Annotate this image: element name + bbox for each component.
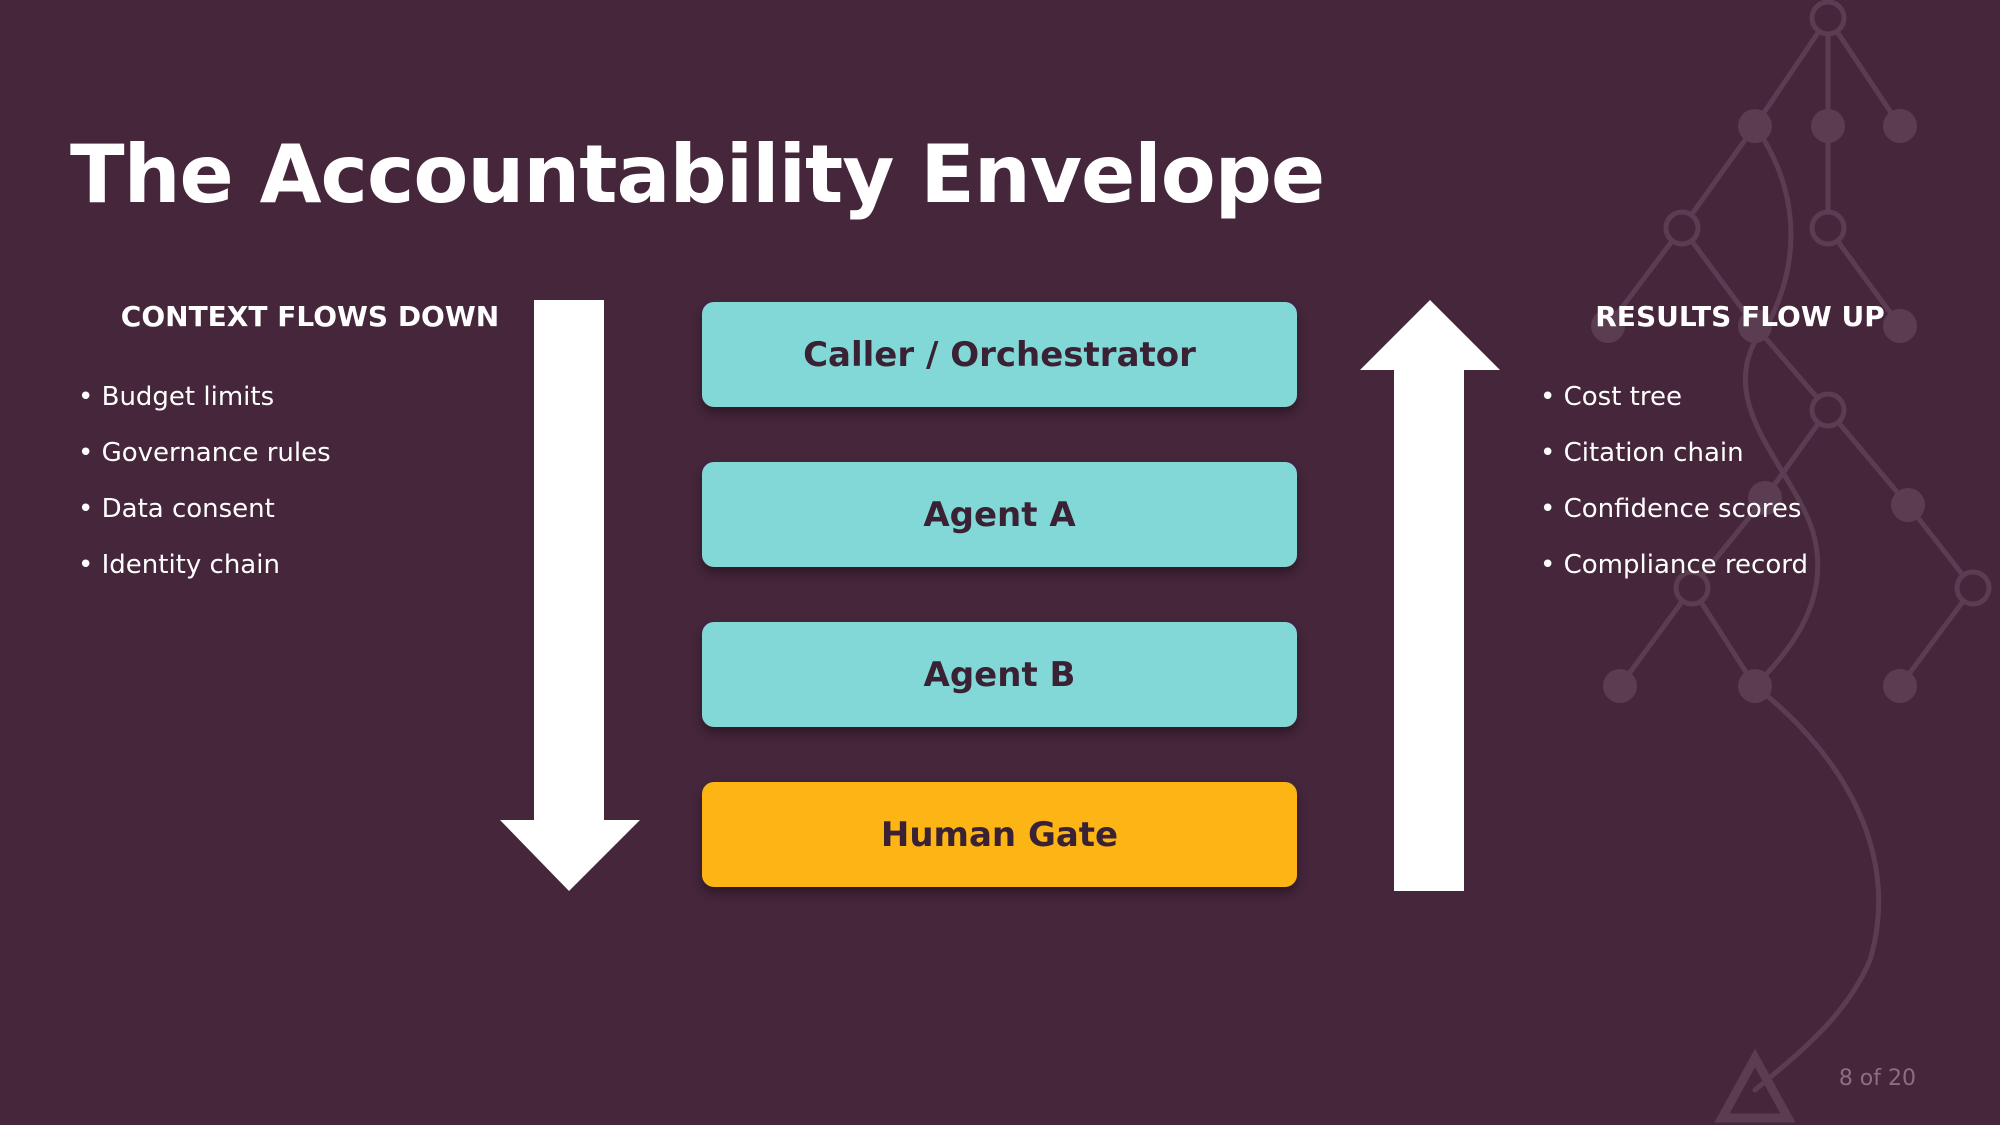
context-item: Governance rules [78,433,331,489]
results-list: Cost tree Citation chain Confidence scor… [1540,377,1808,601]
caller-orchestrator-box: Caller / Orchestrator [702,302,1297,407]
context-item: Data consent [78,489,331,545]
slide-title: The Accountability Envelope [70,128,1325,221]
agent-b-box: Agent B [702,622,1297,727]
human-gate-box: Human Gate [702,782,1297,887]
result-item: Cost tree [1540,377,1808,433]
context-flows-down-heading: CONTEXT FLOWS DOWN [120,300,500,333]
result-item: Compliance record [1540,545,1808,601]
arrow-up-icon [1360,300,1500,891]
page-indicator: 8 of 20 [1838,1066,1916,1091]
result-item: Citation chain [1540,433,1808,489]
arrow-down-icon [500,300,640,891]
context-item: Identity chain [78,545,331,601]
context-list: Budget limits Governance rules Data cons… [78,377,331,601]
agent-a-box: Agent A [702,462,1297,567]
context-item: Budget limits [78,377,331,433]
result-item: Confidence scores [1540,489,1808,545]
results-flow-up-heading: RESULTS FLOW UP [1595,300,1885,333]
